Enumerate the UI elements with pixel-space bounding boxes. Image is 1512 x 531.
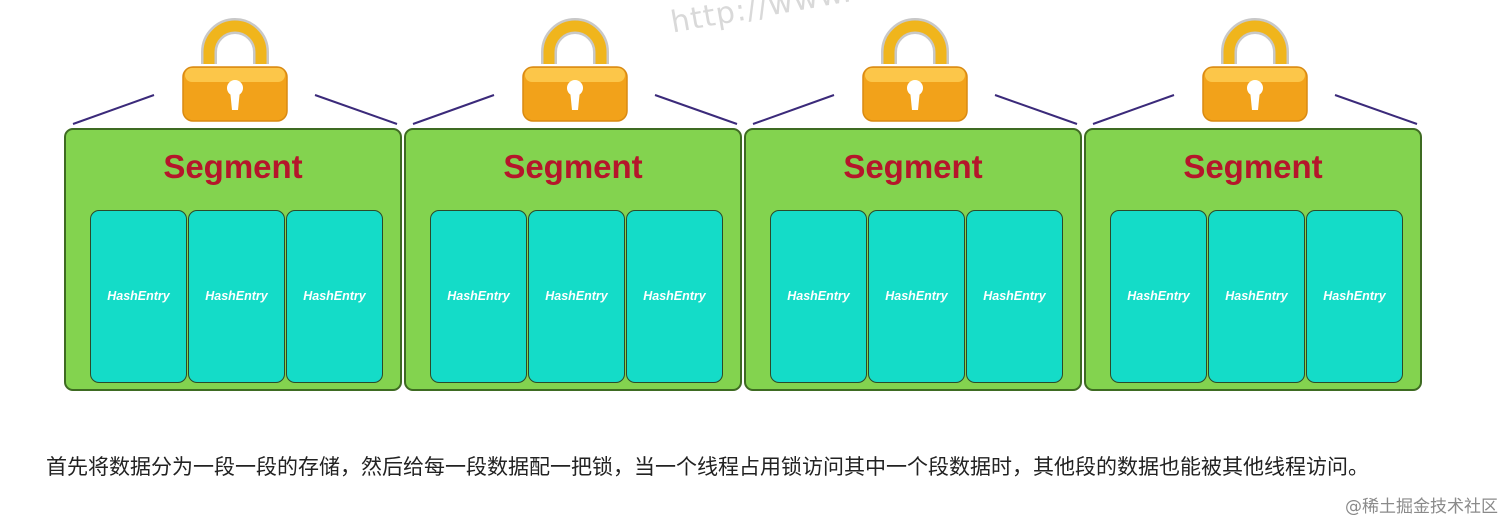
segment-title: Segment xyxy=(843,148,983,185)
hash-entry: HashEntry xyxy=(1306,210,1403,383)
hash-entry: HashEntry xyxy=(430,210,527,383)
hash-entry-label: HashEntry xyxy=(885,289,948,303)
hash-entry: HashEntry xyxy=(528,210,625,383)
segment-title: Segment xyxy=(503,148,643,185)
hash-entry-label: HashEntry xyxy=(545,289,608,303)
source-brand: @稀土掘金技术社区 xyxy=(1345,497,1498,517)
hash-entry: HashEntry xyxy=(966,210,1063,383)
hash-entry-label: HashEntry xyxy=(303,289,366,303)
connector-line xyxy=(994,94,1078,125)
connector-group-2 xyxy=(752,94,1078,125)
hash-entry: HashEntry xyxy=(286,210,383,383)
segment-block: Segment HashEntry HashEntry HashEntry xyxy=(404,128,742,391)
hash-entry-label: HashEntry xyxy=(447,289,510,303)
connector-line xyxy=(752,94,835,125)
hash-entry: HashEntry xyxy=(868,210,965,383)
connector-group-3 xyxy=(1092,94,1418,125)
segment-title: Segment xyxy=(163,148,303,185)
connector-line xyxy=(314,94,398,125)
lock-icon xyxy=(519,18,631,124)
lock-icon xyxy=(859,18,971,124)
hash-entry-label: HashEntry xyxy=(983,289,1046,303)
hash-entry: HashEntry xyxy=(626,210,723,383)
connector-line xyxy=(654,94,738,125)
lock-icon xyxy=(1199,18,1311,124)
hash-entry-label: HashEntry xyxy=(1127,289,1190,303)
lock-icon xyxy=(179,18,291,124)
connector-line xyxy=(412,94,495,125)
hash-entry: HashEntry xyxy=(90,210,187,383)
connector-group-0 xyxy=(72,94,398,125)
hash-entry-label: HashEntry xyxy=(1323,289,1386,303)
hash-entry-label: HashEntry xyxy=(643,289,706,303)
hash-entry-label: HashEntry xyxy=(787,289,850,303)
hash-entry-label: HashEntry xyxy=(205,289,268,303)
connector-line xyxy=(72,94,155,125)
segment-block: Segment HashEntry HashEntry HashEntry xyxy=(744,128,1082,391)
connector-line xyxy=(1334,94,1418,125)
connector-group-1 xyxy=(412,94,738,125)
hash-entry: HashEntry xyxy=(1110,210,1207,383)
segment-block: Segment HashEntry HashEntry HashEntry xyxy=(64,128,402,391)
segment-title: Segment xyxy=(1183,148,1323,185)
hash-entry-label: HashEntry xyxy=(1225,289,1288,303)
hash-entry: HashEntry xyxy=(188,210,285,383)
segment-block: Segment HashEntry HashEntry HashEntry xyxy=(1084,128,1422,391)
connector-line xyxy=(1092,94,1175,125)
hash-entry: HashEntry xyxy=(770,210,867,383)
hash-entry: HashEntry xyxy=(1208,210,1305,383)
hash-entry-label: HashEntry xyxy=(107,289,170,303)
description-text: 首先将数据分为一段一段的存储，然后给每一段数据配一把锁，当一个线程占用锁访问其中… xyxy=(46,455,1369,479)
